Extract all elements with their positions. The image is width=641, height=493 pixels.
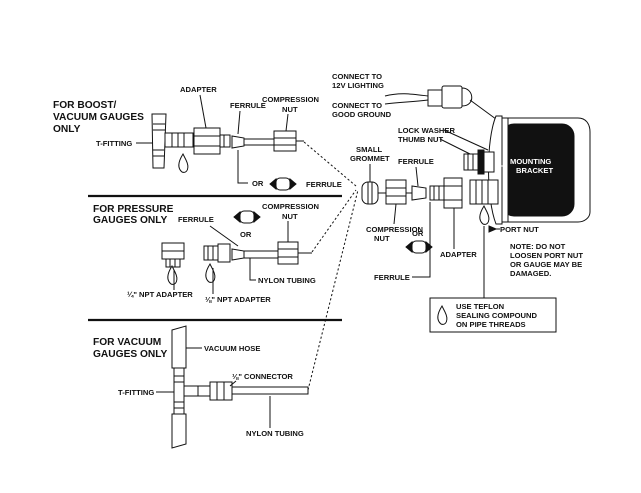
sealant-drop-icon [167, 264, 178, 285]
vacuum-hose-bottom [171, 413, 187, 449]
leader-line [311, 189, 357, 253]
compression-nut-label-boost-2: NUT [282, 105, 298, 114]
connect-lighting-label-1: CONNECT TO [332, 72, 382, 81]
compression-nut-label-pressure-1: COMPRESSION [262, 202, 319, 211]
connect-lighting-label-2: 12V LIGHTING [332, 81, 384, 90]
compression-nut-label-boost-1: COMPRESSION [262, 95, 319, 104]
vacuum-hose-label: VACUUM HOSE [204, 344, 260, 353]
ferrule-label-boost-alt: FERRULE [306, 180, 342, 189]
connector-label: ⅛" CONNECTOR [232, 372, 293, 381]
pressure-heading-line2: GAUGES ONLY [93, 215, 168, 226]
small-grommet-label-2: GROMMET [350, 154, 390, 163]
tube-boost [243, 138, 275, 146]
small-grommet [361, 181, 379, 205]
compression-nut-label-assembly-1: COMPRESSION [366, 225, 423, 234]
mounting-bracket-label-1: MOUNTING [510, 157, 551, 166]
vacuum-hose-top [171, 325, 187, 369]
ferrule-pressure [231, 248, 245, 261]
t-fitting-vacuum [173, 367, 199, 415]
ferrule-label-boost: FERRULE [230, 101, 266, 110]
note-line4: DAMAGED. [510, 269, 551, 278]
section-boost: FOR BOOST/ VACUUM GAUGES ONLY T-FITTING … [53, 85, 342, 191]
adapter-label-assembly: ADAPTER [440, 250, 477, 259]
or-label-assembly: OR [412, 229, 424, 238]
boost-heading-line1: FOR BOOST/ [53, 100, 117, 111]
thumb-nut [463, 149, 495, 175]
nylon-tubing-label-vacuum: NYLON TUBING [246, 429, 304, 438]
teflon-callout-box [429, 297, 557, 333]
thumb-nut-label: THUMB NUT [398, 135, 443, 144]
ferrule-label-assembly-alt: FERRULE [374, 273, 410, 282]
note-line3: OR GAUGE MAY BE [510, 260, 582, 269]
teflon-note-line2: SEALING COMPOUND [456, 311, 538, 320]
small-grommet-label-1: SMALL [356, 145, 383, 154]
note-line2: LOOSEN PORT NUT [510, 251, 583, 260]
note-line1: NOTE: DO NOT [510, 242, 566, 251]
alt-ferrule-assembly [405, 240, 433, 254]
section-vacuum: FOR VACUUM GAUGES ONLY VACUUM HOSE T-FIT… [93, 325, 309, 449]
connector-eighth [197, 381, 233, 401]
eighth-npt-label: ⅛" NPT ADAPTER [205, 295, 271, 304]
ferrule-label-assembly: FERRULE [398, 157, 434, 166]
teflon-note-line1: USE TEFLON [456, 302, 504, 311]
t-fitting-boost [151, 113, 194, 169]
compression-nut-assembly [385, 179, 407, 205]
compression-nut-pressure [277, 241, 299, 265]
adapter-assembly [429, 177, 463, 209]
or-label-pressure: OR [240, 230, 252, 239]
alt-ferrule-boost [269, 177, 297, 191]
eighth-npt-adapter [203, 243, 231, 263]
compression-nut-boost [273, 130, 297, 152]
nylon-tubing-vacuum [231, 386, 309, 395]
gauge-assembly: CONNECT TO 12V LIGHTING CONNECT TO GOOD … [332, 72, 591, 333]
lock-washer-label: LOCK WASHER [398, 126, 455, 135]
alt-ferrule-pressure [233, 210, 261, 224]
connect-ground-label-2: GOOD GROUND [332, 110, 392, 119]
quarter-npt-label: ¼" NPT ADAPTER [127, 290, 193, 299]
section-pressure: FOR PRESSURE GAUGES ONLY ¼" NPT ADAPTER … [93, 202, 319, 304]
boost-heading-line2: VACUUM GAUGES [53, 112, 144, 123]
ferrule-boost [231, 135, 245, 149]
t-fitting-label-vacuum: T-FITTING [118, 388, 154, 397]
connect-ground-label-1: CONNECT TO [332, 101, 382, 110]
or-label-boost: OR [252, 179, 264, 188]
adapter-boost [193, 127, 231, 155]
tube-pressure [243, 250, 279, 259]
sealant-drop-icon [178, 152, 189, 173]
nylon-tubing-label-pressure: NYLON TUBING [258, 276, 316, 285]
compression-nut-label-pressure-2: NUT [282, 212, 298, 221]
sealant-drop-icon [479, 204, 490, 225]
vacuum-heading-line2: GAUGES ONLY [93, 349, 168, 360]
t-fitting-label: T-FITTING [96, 139, 132, 148]
ferrule-assembly [411, 185, 427, 201]
boost-heading-line3: ONLY [53, 124, 81, 135]
light-bulb-socket [427, 85, 473, 109]
teflon-note-line3: ON PIPE THREADS [456, 320, 526, 329]
pressure-heading-line1: FOR PRESSURE [93, 204, 174, 215]
sealant-drop-icon [437, 304, 448, 325]
port-nut-label: PORT NUT [500, 225, 539, 234]
quarter-npt-adapter [161, 242, 185, 268]
ferrule-label-pressure: FERRULE [178, 215, 214, 224]
port-nut [469, 179, 499, 205]
mounting-bracket-label-2: BRACKET [516, 166, 553, 175]
leader-line [307, 189, 359, 391]
vacuum-heading-line1: FOR VACUUM [93, 337, 161, 348]
adapter-label-boost: ADAPTER [180, 85, 217, 94]
compression-nut-label-assembly-2: NUT [374, 234, 390, 243]
